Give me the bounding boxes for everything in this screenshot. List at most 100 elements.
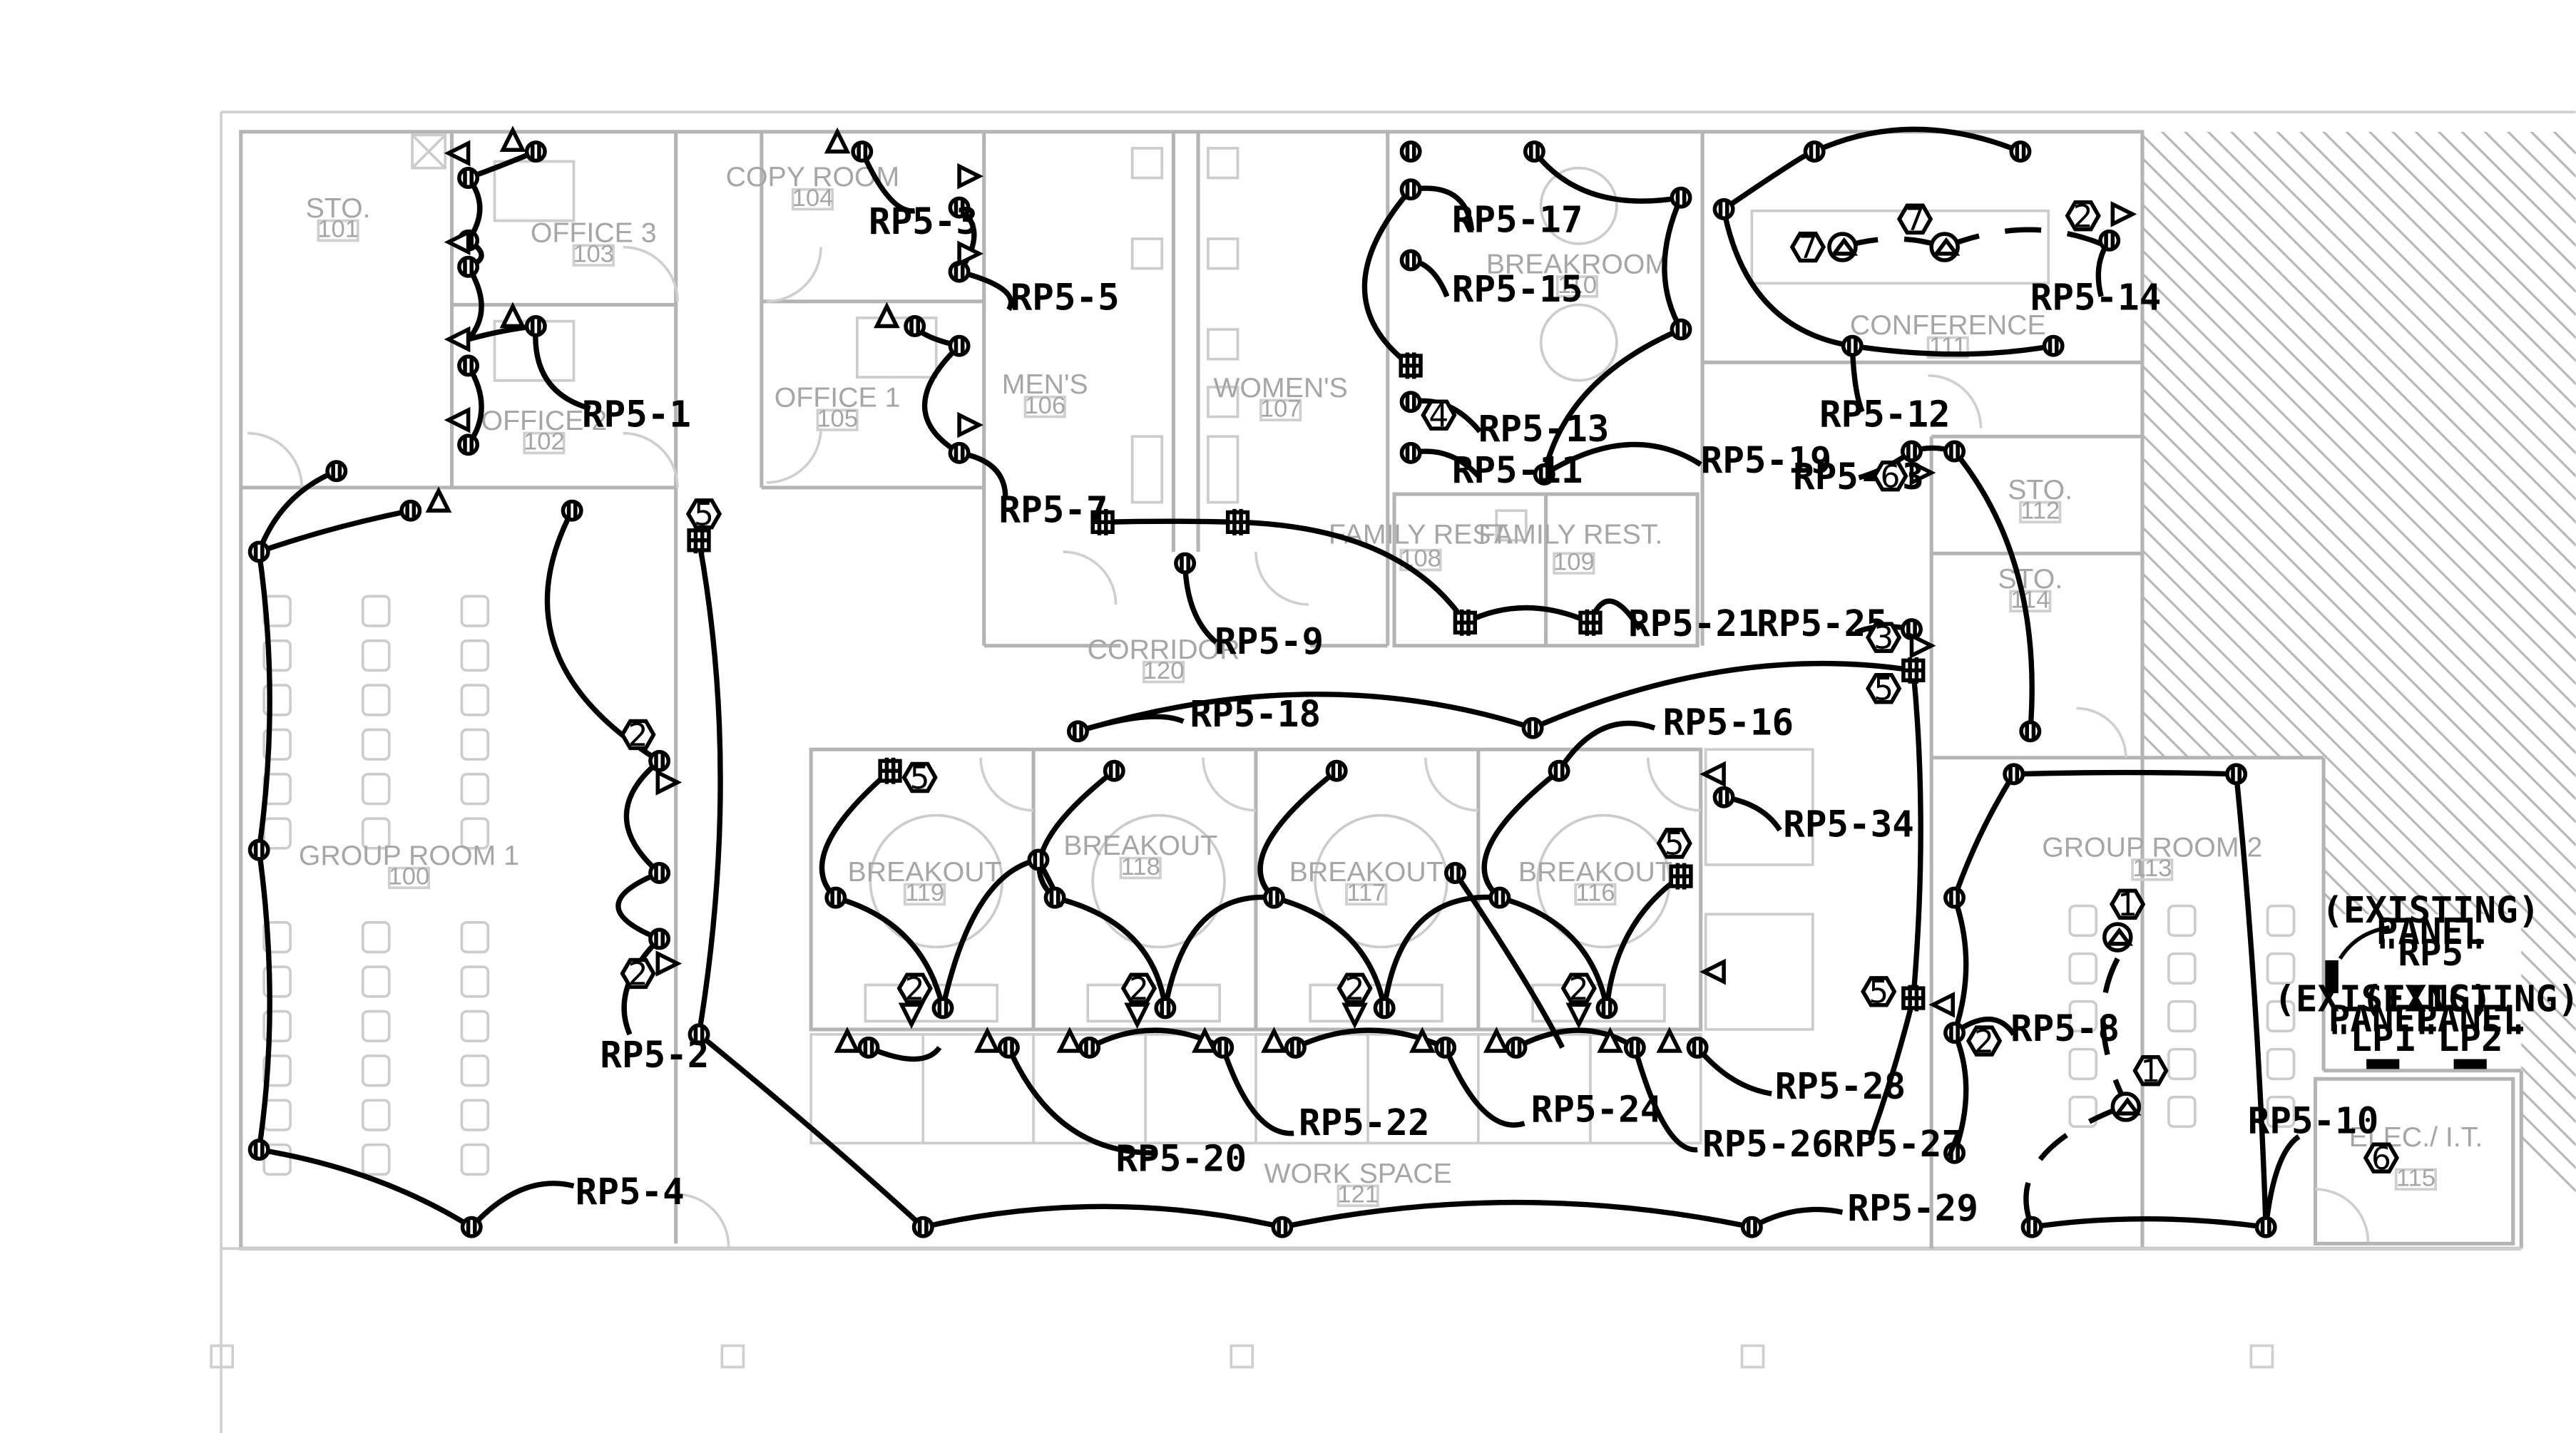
svg-text:(EXISTING): (EXISTING) xyxy=(2361,978,2576,1020)
svg-text:FAMILY REST.: FAMILY REST. xyxy=(1478,518,1662,550)
chair xyxy=(460,1099,490,1131)
duplex-receptacle xyxy=(1670,186,1692,209)
duplex-receptacle xyxy=(325,460,348,483)
data-outlet-icon xyxy=(444,326,471,353)
device-tag-label: 2 xyxy=(628,956,648,992)
data-outlet-icon xyxy=(874,302,900,329)
svg-text:STO.: STO. xyxy=(1998,563,2063,595)
circuit-label: RP5-3 xyxy=(869,200,978,242)
svg-text:114: 114 xyxy=(2010,587,2050,614)
duplex-receptacle xyxy=(1027,848,1050,871)
svg-text:BREAKOUT: BREAKOUT xyxy=(1289,856,1443,888)
duplex-receptacle xyxy=(851,140,874,163)
ceiling-device xyxy=(1929,232,1961,262)
chair xyxy=(361,684,391,716)
duplex-receptacle xyxy=(1399,441,1422,464)
chair xyxy=(361,1054,391,1087)
device-tag-hexagon: 2 xyxy=(2065,198,2101,235)
duplex-receptacle xyxy=(1740,1216,1763,1238)
chair xyxy=(2068,1000,2098,1033)
svg-text:110: 110 xyxy=(1558,272,1597,299)
svg-text:BREAKOUT: BREAKOUT xyxy=(848,856,1002,888)
svg-text:"LP2": "LP2" xyxy=(2416,1017,2525,1059)
quad-receptacle xyxy=(1453,609,1477,636)
duplex-receptacle xyxy=(1373,997,1396,1019)
device-tag-hexagon: 2 xyxy=(1966,1024,2003,1060)
duplex-receptacle xyxy=(1521,716,1544,739)
svg-text:GROUP ROOM 2: GROUP ROOM 2 xyxy=(2042,831,2262,863)
device-tag-hexagon: 2 xyxy=(896,971,933,1007)
svg-text:WOMEN'S: WOMEN'S xyxy=(1213,372,1348,404)
panel-lp2-note: (EXISTING) PANEL "LP2" xyxy=(2361,978,2576,1069)
chair xyxy=(262,1054,292,1087)
duplex-receptacle xyxy=(1670,318,1692,341)
chair xyxy=(262,684,292,716)
duplex-receptacle xyxy=(561,499,583,522)
duplex-receptacle xyxy=(1284,1036,1307,1059)
duplex-receptacle xyxy=(1712,786,1735,808)
chair xyxy=(460,817,490,850)
device-tag-label: 1 xyxy=(2141,1053,2161,1089)
svg-text:120: 120 xyxy=(1143,657,1185,684)
duplex-receptacle xyxy=(1686,1036,1709,1059)
svg-text:100: 100 xyxy=(389,863,430,890)
duplex-receptacle xyxy=(824,886,847,909)
device-tag-hexagon: 1 xyxy=(2132,1053,2169,1089)
data-outlet-icon xyxy=(957,411,984,438)
chair xyxy=(460,1054,490,1087)
circuit-label: RP5-15 xyxy=(1452,268,1583,310)
chair xyxy=(2068,1095,2098,1129)
circuit-label: RP5-10 xyxy=(2248,1100,2379,1142)
chair xyxy=(2266,904,2296,938)
data-outlet-icon xyxy=(1565,1002,1593,1029)
chair xyxy=(2167,1095,2197,1129)
duplex-receptacle xyxy=(688,1023,710,1046)
data-outlet-icon xyxy=(425,486,452,513)
chair xyxy=(2167,904,2197,938)
duplex-receptacle xyxy=(1434,1036,1457,1059)
chair xyxy=(2266,1047,2296,1081)
device-tag-hexagon: 7 xyxy=(1789,230,1826,266)
chair xyxy=(361,965,391,998)
circuit-label: RP5-19 xyxy=(1701,439,1832,481)
device-tag-hexagon: 6 xyxy=(2363,1141,2400,1177)
data-outlet-icon xyxy=(1700,958,1726,985)
hatched-area xyxy=(2142,131,2576,1193)
chair xyxy=(361,1099,391,1131)
svg-text:115: 115 xyxy=(2396,1164,2436,1191)
device-tag-label: 2 xyxy=(905,971,925,1007)
device-tag-label: 5 xyxy=(910,760,930,796)
svg-text:GROUP ROOM 1: GROUP ROOM 1 xyxy=(299,840,519,871)
data-outlet-icon xyxy=(834,1027,861,1053)
device-tag-label: 2 xyxy=(1129,971,1149,1007)
svg-text:BREAKOUT: BREAKOUT xyxy=(1063,830,1217,861)
duplex-receptacle xyxy=(648,862,671,884)
device-tag-label: 5 xyxy=(1869,974,1888,1010)
chair xyxy=(2068,904,2098,938)
chair xyxy=(262,1099,292,1131)
svg-text:OFFICE 3: OFFICE 3 xyxy=(531,217,657,249)
duplex-receptacle xyxy=(2020,1216,2043,1238)
data-outlet-icon xyxy=(1056,1027,1083,1053)
quad-receptacle xyxy=(687,527,711,554)
device-tag-label: 2 xyxy=(2073,198,2093,235)
device-tag-hexagon: 2 xyxy=(1560,971,1597,1007)
duplex-receptacle xyxy=(648,928,671,950)
chair xyxy=(262,1143,292,1176)
device-tag-hexagon: 5 xyxy=(1861,974,1897,1010)
data-outlet-icon xyxy=(1597,1027,1624,1053)
duplex-receptacle xyxy=(997,1036,1020,1059)
duplex-receptacle xyxy=(247,540,270,563)
duplex-receptacle xyxy=(911,1216,934,1238)
circuit-label: RP5-16 xyxy=(1663,701,1794,743)
svg-text:121: 121 xyxy=(1337,1181,1379,1208)
duplex-receptacle xyxy=(1943,1022,1966,1044)
quad-receptacle xyxy=(1225,508,1250,535)
chair xyxy=(460,965,490,998)
